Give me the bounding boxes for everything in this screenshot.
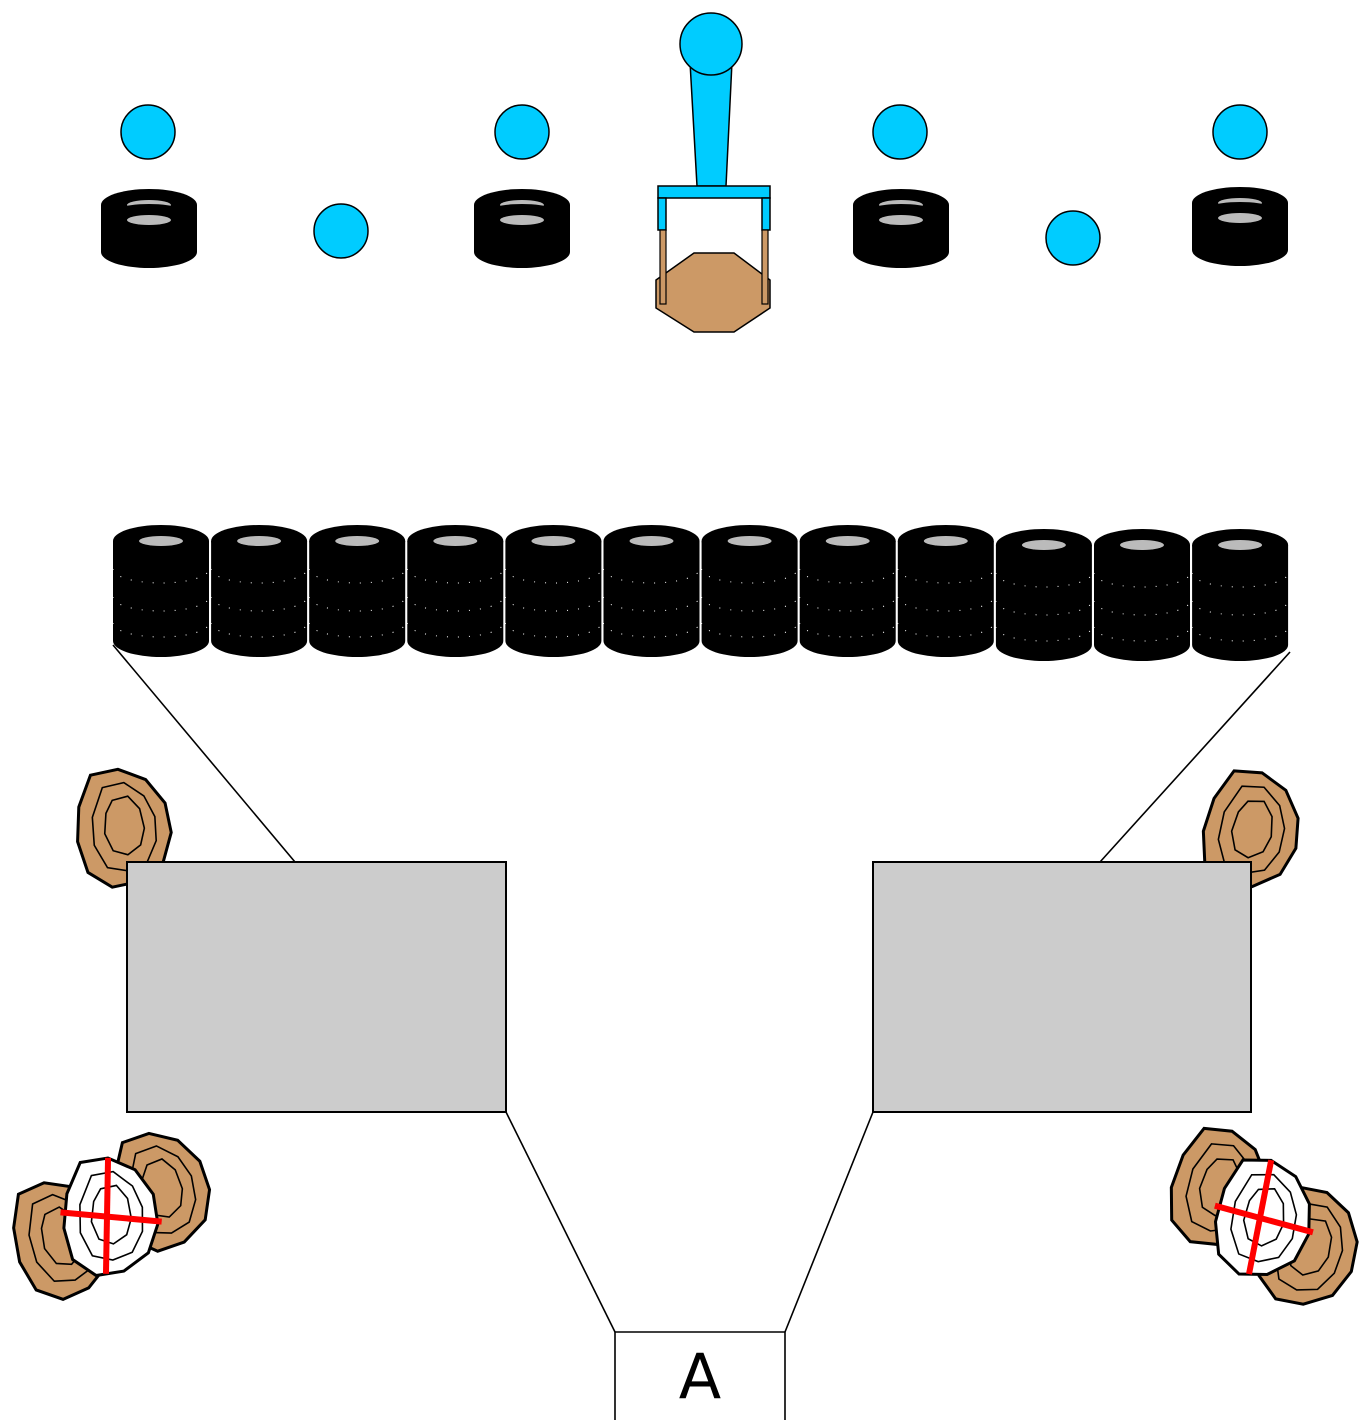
tire-stack-icon bbox=[995, 528, 1093, 662]
steel-plate-icon bbox=[872, 104, 928, 160]
start-box: A bbox=[614, 1331, 786, 1420]
fault-lines bbox=[112, 644, 1291, 1333]
steel-plate-icon bbox=[494, 104, 550, 160]
tire-stack-icon bbox=[701, 524, 799, 658]
tire-stack-icon bbox=[308, 524, 406, 658]
tire-stack-icon bbox=[1192, 187, 1288, 266]
tire-stack-icon bbox=[112, 524, 210, 658]
steel-plate-icon bbox=[120, 104, 176, 160]
tire-stack-icon bbox=[1093, 528, 1191, 662]
left-barricade bbox=[126, 861, 507, 1113]
right-barricade bbox=[872, 861, 1252, 1113]
swinger-target-icon bbox=[655, 185, 771, 333]
tire-stack-icon bbox=[1191, 528, 1289, 662]
tire-stack-icon bbox=[799, 524, 897, 658]
steel-plate-icon bbox=[1045, 210, 1101, 266]
tire-wall bbox=[112, 524, 1289, 662]
steel-popper-icon bbox=[679, 12, 743, 187]
tire-stack-icon bbox=[853, 189, 949, 268]
start-box-label: A bbox=[679, 1340, 721, 1413]
tire-stack-icon bbox=[210, 524, 308, 658]
tire-stack-icon bbox=[504, 524, 602, 658]
tire-stack-icon bbox=[406, 524, 504, 658]
tire-stack-icon bbox=[474, 189, 570, 268]
steel-plate-icon bbox=[1212, 104, 1268, 160]
bottom-right-target-array bbox=[1161, 1121, 1362, 1318]
top-steel-row bbox=[101, 12, 1288, 333]
tire-stack-icon bbox=[101, 189, 197, 268]
tire-stack-icon bbox=[897, 524, 995, 658]
steel-plate-icon bbox=[313, 203, 369, 259]
barricades bbox=[66, 761, 1308, 1113]
bottom-left-target-array bbox=[0, 1120, 223, 1311]
tire-stack-icon bbox=[603, 524, 700, 658]
